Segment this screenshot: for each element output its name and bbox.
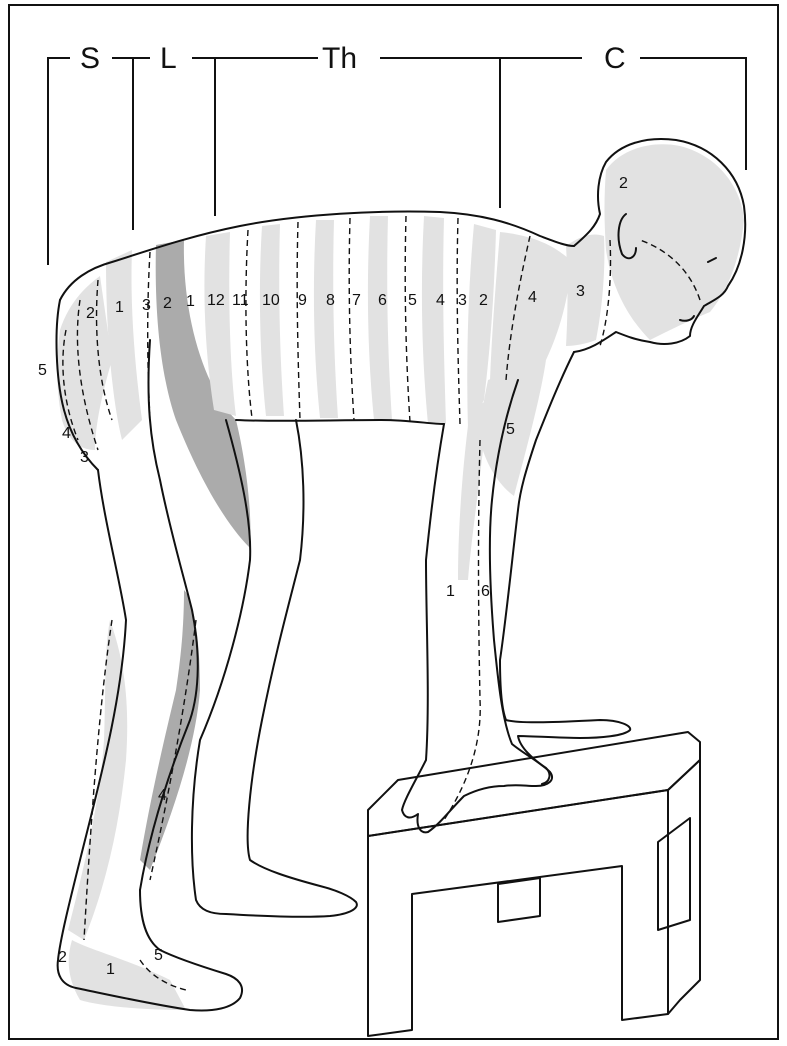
shaded-bands	[57, 144, 744, 1010]
label-lumbar-l3: 3	[142, 297, 151, 314]
label-neck-c3: 3	[576, 283, 585, 300]
band-th4	[422, 216, 446, 424]
bracket-sacral	[48, 58, 70, 265]
label-foot-l5: 5	[154, 947, 163, 964]
label-shin-l4: 4	[158, 787, 167, 804]
band-sacral-buttock	[57, 276, 112, 450]
band-t1-arm	[458, 400, 488, 580]
region-label-lumbar: L	[160, 42, 177, 75]
boundary-th-2	[297, 222, 300, 420]
label-th10: 10	[262, 292, 280, 309]
boundary-th-1	[246, 230, 252, 418]
band-th6	[368, 216, 392, 420]
label-foot-s2: 2	[58, 949, 67, 966]
band-c3-neck	[566, 234, 604, 346]
stool	[368, 732, 700, 1036]
boundary-th-5	[457, 218, 460, 424]
band-th8	[314, 220, 338, 418]
label-th5: 5	[408, 292, 417, 309]
stool-back-leg	[498, 878, 540, 922]
label-th11: 11	[232, 292, 249, 309]
stool-inner-leg	[658, 818, 690, 930]
belly-outline	[236, 420, 444, 424]
label-th2: 2	[479, 292, 488, 309]
label-head-c2: 2	[619, 175, 628, 192]
label-th3: 3	[458, 292, 467, 309]
label-th6: 6	[378, 292, 387, 309]
label-forearm-t1: 1	[446, 583, 455, 600]
label-shoulder-c4: 4	[528, 289, 537, 306]
band-th10	[260, 224, 284, 416]
label-th12: 12	[207, 292, 225, 309]
label-sacral-s3: 3	[80, 449, 89, 466]
band-l2-dark	[156, 240, 251, 548]
region-label-thoracic: Th	[322, 42, 357, 75]
label-th7: 7	[352, 292, 361, 309]
boundary-th-3	[349, 218, 354, 420]
band-s1	[106, 250, 142, 440]
label-lumbar-l1: 1	[186, 293, 195, 310]
stool-side	[668, 760, 700, 1014]
boundary-th-4	[405, 216, 410, 422]
region-label-sacral: S	[80, 42, 100, 75]
label-sacral-s2: 2	[86, 305, 95, 322]
label-th4: 4	[436, 292, 445, 309]
label-sacral-s1: 1	[115, 299, 124, 316]
label-foot-s1: 1	[106, 961, 115, 978]
label-lumbar-l2: 2	[163, 295, 172, 312]
band-s2-leg	[68, 620, 127, 940]
label-th8: 8	[326, 292, 335, 309]
band-c2-head	[605, 144, 745, 340]
label-arm-c5: 5	[506, 421, 515, 438]
region-label-cervical: C	[604, 42, 626, 75]
band-c4	[490, 232, 572, 380]
label-forearm-c6: 6	[481, 583, 490, 600]
label-th9: 9	[298, 292, 307, 309]
label-sacral-s5: 5	[38, 362, 47, 379]
stool-front	[368, 790, 668, 1036]
label-sacral-s4: 4	[62, 425, 71, 442]
